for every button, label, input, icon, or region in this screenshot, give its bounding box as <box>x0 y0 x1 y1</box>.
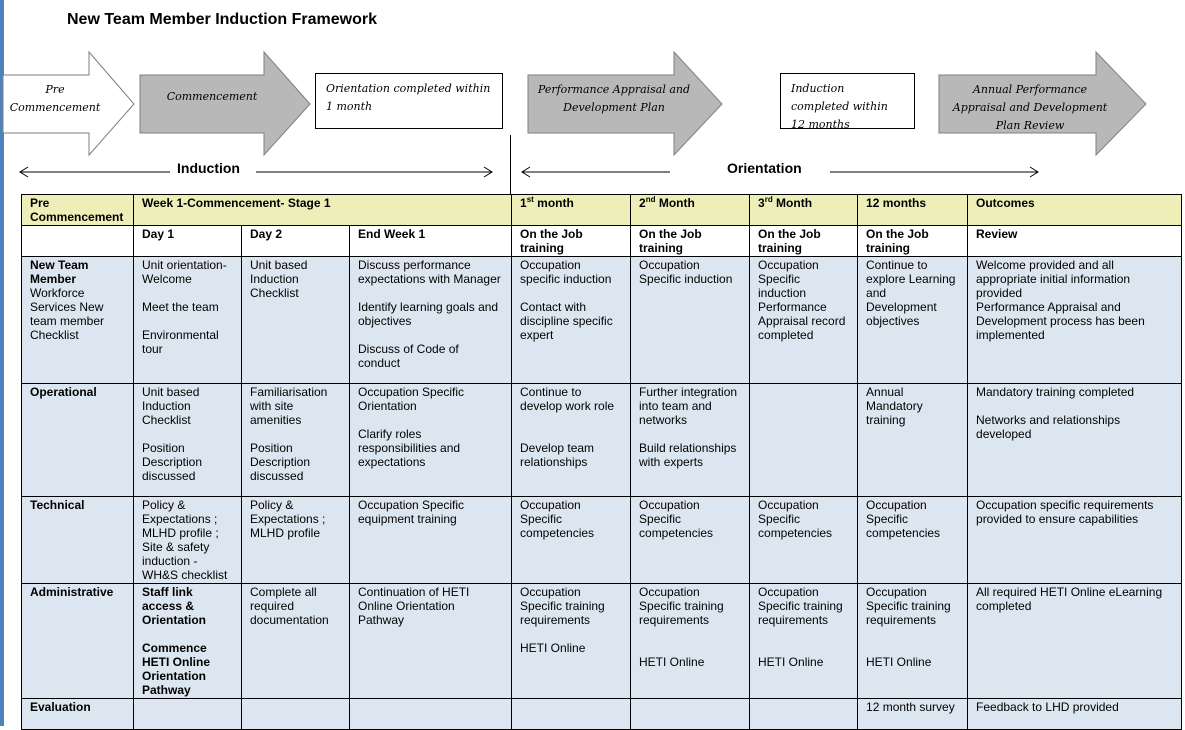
table-cell: Occupation Specific training requirement… <box>857 583 969 699</box>
induction-span-line <box>19 166 493 178</box>
table-cell: Further integration into team and networ… <box>630 383 751 497</box>
header-pre-commencement: Pre Commencement <box>21 194 134 226</box>
table-cell: Occupation Specific induction Performanc… <box>749 256 859 384</box>
arrow-commencement: Commencement <box>139 50 311 157</box>
table-cell <box>133 698 242 730</box>
orientation-phase-label: Orientation <box>727 160 802 176</box>
table-cell <box>348 698 513 730</box>
table-cell: Unit based Induction Checklist Position … <box>133 383 242 497</box>
subheader-cell: End Week 1 <box>348 225 513 257</box>
table-cell: Occupation specific requirements provide… <box>967 496 1183 584</box>
table-cell: Occupation Specific induction <box>630 256 751 384</box>
table-cell: 12 month survey <box>857 698 969 730</box>
subheader-cell: On the Job training <box>630 225 751 257</box>
table-cell: Occupation Specific training requirement… <box>630 583 751 699</box>
table-cell: Discuss performance expectations with Ma… <box>348 256 513 384</box>
table-cell: Annual Mandatory training <box>857 383 969 497</box>
row-label: Technical <box>21 496 134 584</box>
milestone-box-induction: Induction completed within 12 months <box>780 73 915 131</box>
table-subheader-row: Day 1 Day 2 End Week 1 On the Job traini… <box>21 225 1183 257</box>
subheader-cell: On the Job training <box>511 225 632 257</box>
table-row: Technical Policy & Expectations ; MLHD p… <box>21 496 1183 584</box>
table-cell: Unit based Induction Checklist <box>241 256 350 384</box>
table-cell: Policy & Expectations ; MLHD profile ; S… <box>133 496 242 584</box>
table-cell: Occupation Specific equipment training <box>348 496 513 584</box>
milestone-label: Orientation completed within 1 month <box>326 82 491 113</box>
subheader-cell: On the Job training <box>857 225 969 257</box>
arrow-label: Pre Commencement <box>9 83 101 114</box>
table-cell: Feedback to LHD provided <box>967 698 1183 730</box>
table-cell: Staff link access & Orientation Commence… <box>133 583 242 699</box>
subheader-cell: Day 1 <box>133 225 242 257</box>
table-cell: Occupation Specific competencies <box>857 496 969 584</box>
table-cell: Policy & Expectations ; MLHD profile <box>241 496 350 584</box>
table-cell: Familiarisation with site amenities Posi… <box>241 383 350 497</box>
induction-phase-label: Induction <box>177 160 240 176</box>
arrow-label: Annual Performance Appraisal and Develop… <box>952 83 1108 132</box>
orientation-span-line <box>521 166 1039 178</box>
row-label: Evaluation <box>21 698 134 730</box>
table-cell: Occupation Specific Orientation Clarify … <box>348 383 513 497</box>
milestone-label: Induction completed within 12 months <box>791 82 888 131</box>
arrow-label: Performance Appraisal and Development Pl… <box>537 83 691 114</box>
table-cell: Welcome provided and all appropriate ini… <box>967 256 1183 384</box>
table-cell <box>749 383 859 497</box>
arrow-label: Commencement <box>166 90 258 103</box>
left-edge-bar <box>0 0 4 726</box>
table-cell <box>749 698 859 730</box>
header-12-months: 12 months <box>857 194 969 226</box>
table-cell: Mandatory training completed Networks an… <box>967 383 1183 497</box>
table-cell: Occupation Specific training requirement… <box>511 583 632 699</box>
header-month1: 1st month <box>511 194 632 226</box>
table-cell: Occupation Specific competencies <box>749 496 859 584</box>
table-cell: Occupation Specific competencies <box>511 496 632 584</box>
table-cell: Continue to develop work role Develop te… <box>511 383 632 497</box>
phase-divider <box>510 135 511 195</box>
subheader-cell <box>21 225 134 257</box>
row-label: Administrative <box>21 583 134 699</box>
row-label: Operational <box>21 383 134 497</box>
table-cell <box>241 698 350 730</box>
table-row: Evaluation 12 month survey Feedback to L… <box>21 698 1183 730</box>
table-cell: Complete all required documentation <box>241 583 350 699</box>
table-cell: Occupation specific induction Contact wi… <box>511 256 632 384</box>
induction-framework-table: Pre Commencement Week 1-Commencement- St… <box>21 194 1183 730</box>
table-cell: Occupation Specific competencies <box>630 496 751 584</box>
table-cell: Occupation Specific training requirement… <box>749 583 859 699</box>
header-month2: 2nd Month <box>630 194 751 226</box>
table-row: Administrative Staff link access & Orien… <box>21 583 1183 699</box>
header-month3: 3rd Month <box>749 194 859 226</box>
table-row: Operational Unit based Induction Checkli… <box>21 383 1183 497</box>
table-cell: Continue to explore Learning and Develop… <box>857 256 969 384</box>
subheader-cell: On the Job training <box>749 225 859 257</box>
header-outcomes: Outcomes <box>967 194 1183 226</box>
table-cell <box>630 698 751 730</box>
table-header-row: Pre Commencement Week 1-Commencement- St… <box>21 194 1183 226</box>
arrow-pre-commencement: Pre Commencement <box>2 50 135 157</box>
milestone-box-orientation: Orientation completed within 1 month <box>315 73 503 129</box>
subheader-cell: Day 2 <box>241 225 350 257</box>
table-cell: Unit orientation- Welcome Meet the team … <box>133 256 242 384</box>
arrow-annual-review: Annual Performance Appraisal and Develop… <box>938 50 1148 157</box>
arrow-performance-appraisal: Performance Appraisal and Development Pl… <box>527 50 724 157</box>
table-cell: Continuation of HETI Online Orientation … <box>348 583 513 699</box>
page-title: New Team Member Induction Framework <box>67 11 377 28</box>
table-cell: All required HETI Online eLearning compl… <box>967 583 1183 699</box>
table-cell <box>511 698 632 730</box>
header-week1: Week 1-Commencement- Stage 1 <box>132 194 513 226</box>
subheader-cell: Review <box>967 225 1183 257</box>
